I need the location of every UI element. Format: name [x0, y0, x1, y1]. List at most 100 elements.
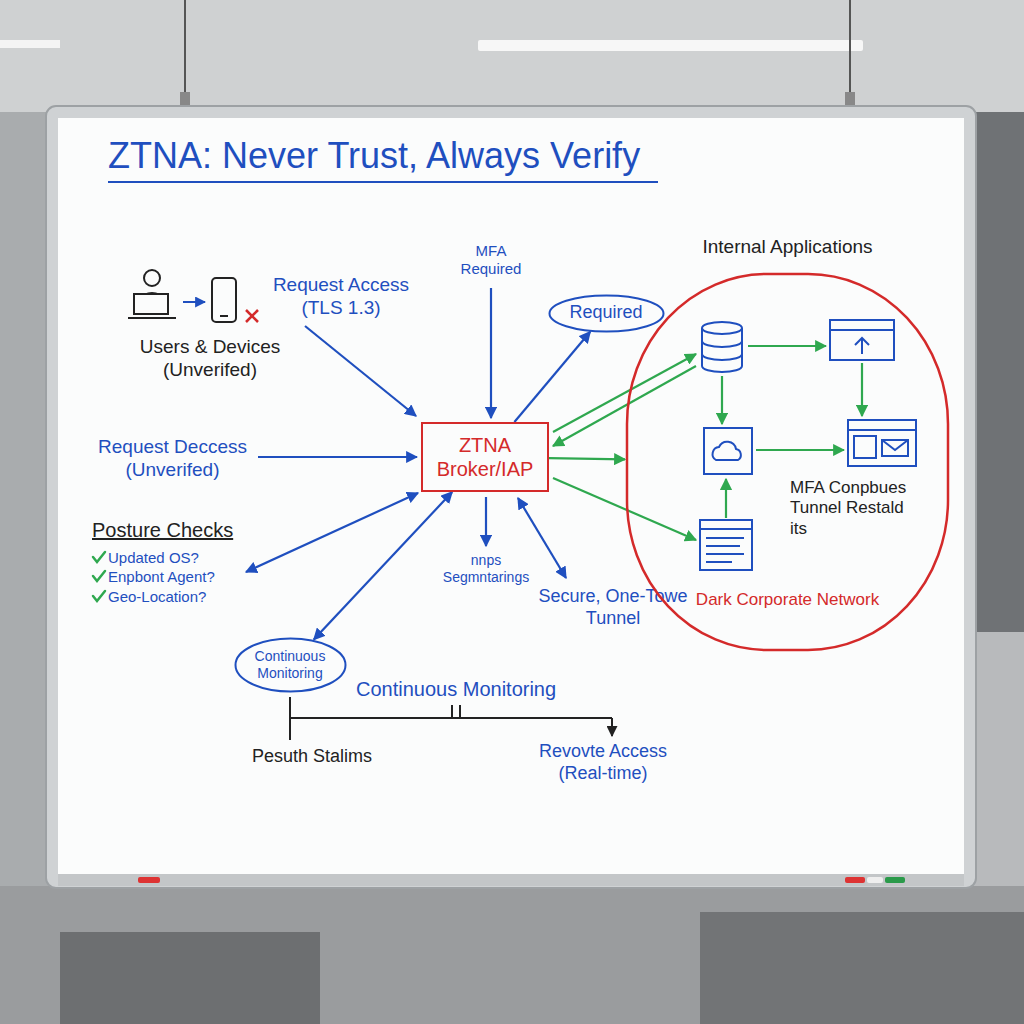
circled-note: Continuous Monitoring — [234, 637, 347, 693]
room-backdrop — [0, 0, 1024, 112]
circled-note: Required — [548, 294, 665, 333]
room-backdrop — [184, 0, 186, 100]
room-backdrop — [0, 112, 48, 888]
flow-arrow — [485, 497, 487, 546]
cloud-icon — [713, 442, 741, 460]
cloud-icon — [704, 428, 752, 474]
whiteboard — [58, 874, 964, 886]
document-icon — [700, 520, 752, 570]
whiteboard — [867, 877, 883, 883]
mail-window-icon — [848, 420, 916, 466]
flow-arrow — [518, 498, 566, 578]
note-label: Geo-Location? — [108, 588, 206, 606]
deny-mark — [246, 310, 258, 322]
connector-arrow — [314, 492, 452, 640]
whiteboard — [885, 877, 905, 883]
mail-window-icon — [854, 436, 876, 458]
note-label: Request Access (TLS 1.3) — [262, 274, 420, 320]
document-icon — [700, 520, 752, 570]
note-label: Secure, One-Towe Tunnel — [527, 586, 699, 629]
node-text-block: Required — [569, 302, 644, 324]
checkmark — [93, 591, 105, 601]
monitoring-bracket — [611, 718, 613, 736]
note-label: nnps Segmntarings — [438, 552, 534, 586]
monitoring-bracket — [290, 697, 612, 740]
green-flow-arrow — [721, 376, 723, 424]
phone-icon — [220, 315, 228, 317]
node-text: ZTNA Broker/IAP — [436, 433, 534, 481]
monitoring-bracket — [452, 705, 460, 718]
green-flow-arrow — [553, 354, 696, 432]
zone-heading: Internal Applications — [625, 236, 950, 259]
green-flow-arrow — [861, 363, 863, 416]
room-backdrop — [849, 0, 851, 100]
checkmark — [93, 552, 105, 601]
user-laptop-icon — [128, 317, 176, 319]
green-flow-arrow — [748, 345, 826, 347]
room-backdrop — [976, 112, 1024, 632]
checkmark — [93, 571, 105, 581]
note-label: MFA Conpbues Tunnel Restald its — [790, 478, 925, 539]
upload-window-icon — [855, 338, 869, 354]
phone-icon — [212, 278, 236, 322]
mail-window-icon — [848, 420, 916, 466]
title: ZTNA: Never Trust, Always Verify — [108, 134, 658, 183]
document-icon — [706, 538, 744, 562]
whiteboard — [46, 106, 976, 888]
ellipse-outline — [235, 639, 345, 692]
upload-window-icon — [830, 320, 894, 360]
user-laptop-icon — [134, 294, 168, 314]
note-label: Continuous Monitoring — [356, 677, 556, 701]
node-text-block: ZTNA Broker/IAP — [436, 433, 534, 481]
flow-arrow — [183, 301, 205, 303]
node-text: Continuous Monitoring — [254, 648, 326, 682]
whiteboard — [46, 106, 976, 888]
whiteboard — [845, 877, 865, 883]
mail-window-icon — [882, 440, 908, 450]
deny-mark — [246, 310, 258, 322]
mail-window-icon — [882, 440, 908, 456]
flow-arrow — [490, 288, 492, 418]
node-text-block: Continuous Monitoring — [254, 648, 326, 682]
mail-window-icon — [848, 429, 916, 431]
room-backdrop — [0, 886, 1024, 1024]
broker-box: ZTNA Broker/IAP — [421, 422, 549, 492]
room-backdrop — [700, 912, 1024, 1024]
database-icon — [702, 322, 742, 372]
zone-label: Dark Corporate Network — [625, 590, 950, 610]
flow-arrow — [258, 456, 417, 458]
checkmark — [93, 552, 105, 562]
flow-arrow — [246, 493, 418, 572]
whiteboard — [58, 118, 964, 876]
user-laptop-icon — [144, 270, 160, 286]
flow-arrow — [305, 326, 416, 416]
note-label: Users & Devices (Unverifed) — [125, 336, 295, 382]
connector-arrow — [549, 458, 625, 459]
flow-arrow — [183, 302, 205, 303]
node-text: Required — [569, 302, 644, 324]
green-flow-arrow — [725, 479, 727, 518]
cloud-icon — [704, 428, 752, 474]
room-backdrop — [478, 40, 863, 51]
room-backdrop — [60, 932, 320, 1024]
upload-window-icon — [830, 329, 894, 331]
document-icon — [700, 528, 752, 530]
user-laptop-icon — [128, 270, 176, 318]
note-label: Updated OS? — [108, 549, 199, 567]
ellipse-outline — [549, 295, 663, 331]
database-icon — [702, 322, 742, 334]
note-label: MFA Required — [455, 242, 527, 278]
phone-icon — [212, 278, 236, 322]
note-label: Revovte Access (Real-time) — [528, 741, 678, 784]
note-label: Pesuth Stalims — [252, 746, 372, 768]
flow-arrow — [246, 288, 566, 578]
room-backdrop — [0, 40, 60, 48]
connector-arrow — [514, 332, 590, 422]
whiteboard — [138, 877, 160, 883]
upload-window-icon — [830, 320, 894, 360]
green-flow-arrow — [756, 449, 844, 451]
network-zone: Internal ApplicationsDark Corporate Netw… — [625, 272, 950, 652]
green-flow-arrow — [553, 366, 696, 446]
